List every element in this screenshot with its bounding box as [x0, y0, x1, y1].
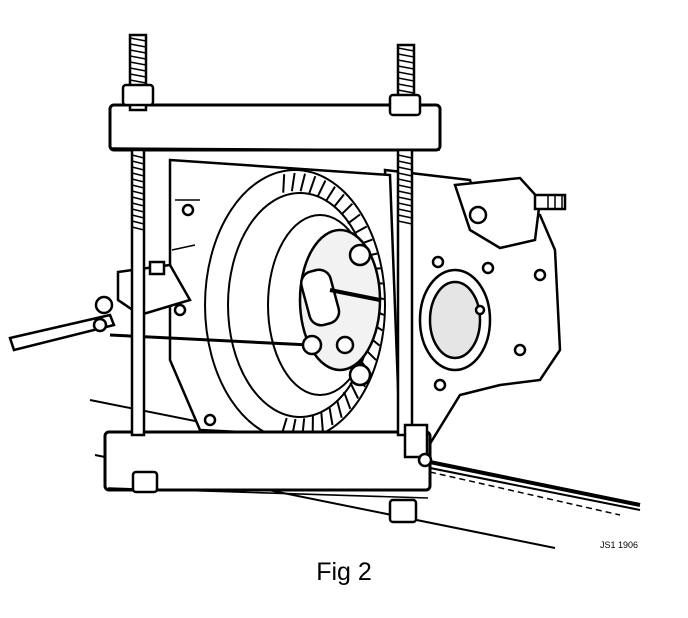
rod-thread — [397, 178, 413, 183]
rod-thread — [397, 77, 415, 82]
rod-thread — [131, 154, 145, 159]
rod-thread — [131, 220, 145, 225]
gear-tooth — [343, 391, 352, 410]
gear-tooth — [320, 412, 324, 431]
adjuster-lever — [403, 423, 433, 468]
rod-thread — [397, 83, 415, 88]
gear-tooth — [290, 172, 296, 192]
gear-tooth — [349, 382, 359, 399]
rod-thread — [397, 190, 413, 195]
rod-thread — [397, 65, 415, 70]
gear-tooth — [340, 202, 354, 216]
rod-thread — [397, 71, 415, 76]
rod-thread — [129, 67, 147, 72]
rod-thread — [131, 166, 145, 171]
spreader-top-beam — [108, 103, 442, 152]
rod-thread — [131, 184, 145, 189]
rod-thread — [397, 47, 415, 52]
rod-thread — [129, 73, 147, 78]
rod-thread — [131, 214, 145, 219]
drawing-reference-code: JS1 1906 — [600, 540, 639, 550]
rod-thread — [129, 37, 147, 42]
rod-thread — [397, 59, 415, 64]
gear-tooth — [328, 406, 334, 426]
rod-thread — [129, 79, 147, 84]
rod-thread — [397, 154, 413, 159]
gear-tooth — [353, 225, 368, 235]
figure-caption: Fig 2 — [316, 558, 372, 586]
rod-thread — [397, 53, 415, 58]
rod-thread — [129, 61, 147, 66]
rod-thread — [131, 172, 145, 177]
rod-thread — [129, 49, 147, 54]
rod-thread — [397, 172, 413, 177]
rod-thread — [397, 196, 413, 201]
rod-thread — [131, 196, 145, 201]
gear-tooth — [282, 174, 286, 193]
gear-tooth — [316, 180, 327, 197]
rod-thread — [131, 178, 145, 183]
rod-thread — [131, 190, 145, 195]
rod-thread — [129, 55, 147, 60]
rod-thread — [397, 202, 413, 207]
rod-thread — [397, 214, 413, 219]
rod-thread — [397, 166, 413, 171]
threaded-rod-left — [121, 33, 159, 494]
gear-tooth — [336, 399, 343, 419]
rod-thread — [397, 184, 413, 189]
pinion-housing — [453, 176, 567, 250]
rod-thread — [397, 160, 413, 165]
rod-thread — [397, 208, 413, 213]
rod-thread — [397, 220, 413, 225]
rod-thread — [131, 208, 145, 213]
rod-thread — [397, 89, 415, 94]
threaded-rod-right — [388, 43, 422, 524]
gear-tooth — [347, 213, 361, 225]
gear-tooth — [333, 193, 345, 208]
gear-tooth — [325, 186, 336, 202]
gear-tooth — [299, 173, 306, 192]
gear-tooth — [308, 175, 317, 194]
differential-carrier — [298, 228, 382, 387]
rod-thread — [129, 43, 147, 48]
rod-thread — [131, 226, 145, 231]
rod-thread — [131, 202, 145, 207]
rod-thread — [131, 160, 145, 165]
